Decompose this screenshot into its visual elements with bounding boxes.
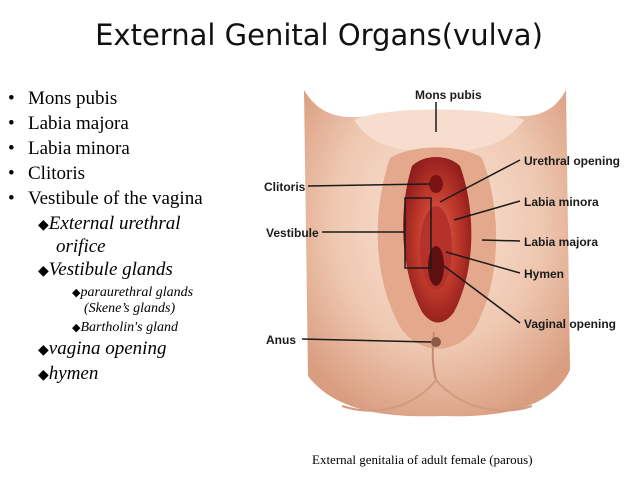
diamond-icon: ◆	[38, 264, 49, 279]
perineum-crease	[431, 331, 437, 381]
sub-item-text: External urethral	[48, 213, 181, 234]
buttock-crease	[341, 379, 533, 412]
bullet-text: Labia majora	[28, 113, 129, 134]
bullet-item: • Mons pubis	[8, 86, 258, 111]
label-hymen: Hymen	[524, 267, 565, 281]
sub-item-text: paraurethral glands	[80, 285, 194, 300]
bullet-icon: •	[8, 138, 15, 159]
diamond-icon: ◆	[38, 368, 49, 383]
bullet-icon: •	[8, 163, 15, 184]
vestibule-bracket	[404, 197, 432, 269]
bullet-list: •Mons pubis •Labia majora •Labia minora …	[8, 86, 258, 386]
slide-title: External Genital Organs(vulva)	[95, 18, 543, 52]
sub-item-vestibule-glands: ◆Vestibule glands	[38, 259, 258, 282]
sub-item-text: Vestibule glands	[48, 259, 173, 280]
label-labia-minora: Labia minora	[524, 195, 599, 209]
vaginal-opening-shape	[428, 246, 444, 286]
bullet-text: Clitoris	[28, 163, 86, 184]
anatomy-figure: Mons pubis Clitoris Vestibule Anus Ureth…	[262, 80, 638, 430]
bullet-item: • Labia minora	[8, 136, 258, 161]
bullet-item: • Clitoris	[8, 161, 258, 186]
sub-item-text-cont: (Skene’s glands)	[84, 301, 176, 316]
label-clitoris: Clitoris	[264, 180, 306, 194]
label-mons-pubis: Mons pubis	[415, 88, 482, 102]
diamond-icon: ◆	[38, 218, 49, 233]
bullet-text: Labia minora	[28, 138, 130, 159]
label-labia-majora: Labia majora	[524, 235, 599, 249]
clitoris-shape	[429, 175, 443, 193]
bullet-icon: •	[8, 88, 15, 109]
diamond-icon: ◆	[38, 343, 49, 358]
diamond-icon: ◆	[72, 322, 81, 334]
bullet-item: • Labia majora	[8, 111, 258, 136]
sub-item-text: vagina opening	[48, 338, 167, 359]
bullet-icon: •	[8, 188, 15, 209]
mons-pubis-region	[354, 109, 524, 152]
sub-item-text-cont: orifice	[56, 236, 106, 257]
sub-item-text: hymen	[48, 363, 99, 384]
sub-item-hymen: ◆hymen	[38, 363, 258, 386]
bullet-text: Vestibule of the vagina	[28, 188, 203, 209]
sub-item-text: Bartholin's gland	[80, 320, 178, 335]
sub-item-vagina-opening: ◆vagina opening	[38, 338, 258, 361]
label-vestibule: Vestibule	[266, 226, 319, 240]
diamond-icon: ◆	[72, 287, 81, 299]
figure-caption: External genitalia of adult female (paro…	[312, 452, 533, 467]
vulva-illustration	[301, 90, 570, 417]
anus-shape	[431, 337, 441, 347]
sub-sub-item-paraurethral: ◆paraurethral glands(Skene’s glands)	[72, 285, 258, 317]
label-urethral-opening: Urethral opening	[524, 154, 621, 168]
label-anus: Anus	[266, 333, 296, 347]
bullet-text: Mons pubis	[28, 88, 118, 109]
sub-sub-item-bartholin: ◆Bartholin's gland	[72, 320, 258, 336]
bullet-icon: •	[8, 113, 15, 134]
label-vaginal-opening: Vaginal opening	[524, 317, 617, 331]
bullet-item: • Vestibule of the vagina	[8, 186, 258, 211]
leader-lines	[301, 102, 521, 343]
